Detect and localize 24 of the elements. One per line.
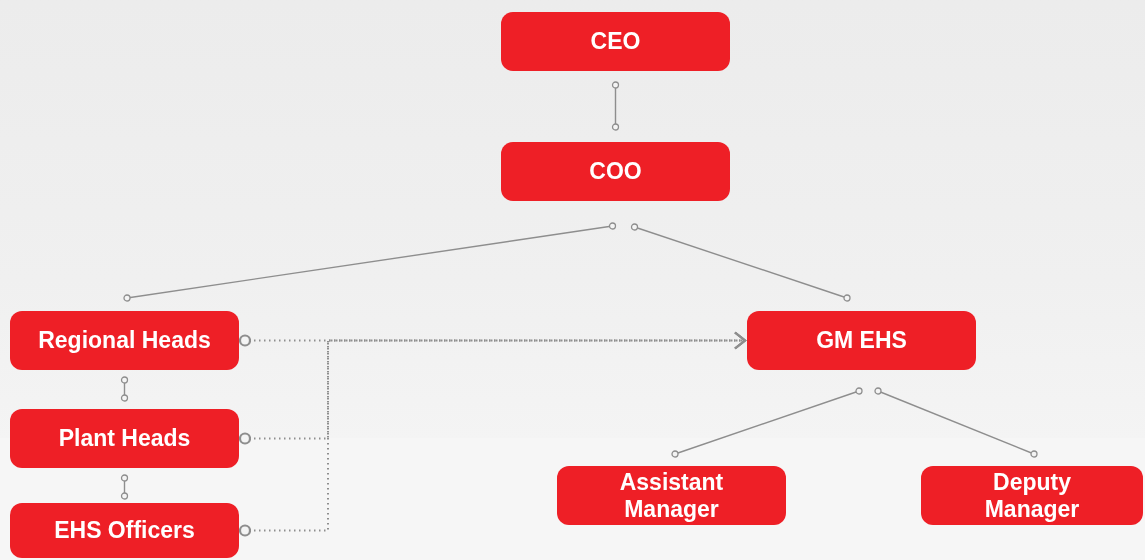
role-box [501,12,730,71]
role-title: Assistant Manager [618,468,725,523]
role-title: Regional Heads [38,327,211,354]
role-box [501,142,730,201]
role-box [10,409,239,468]
connector-line [874,387,1038,458]
role-title: CEO [590,28,641,55]
role-box [747,311,976,370]
connector-line [120,474,129,500]
role-title: Plant Heads [58,425,191,452]
role-box [557,466,786,525]
connector-line [123,222,617,302]
connector-line [630,223,851,302]
connector-line [120,376,129,402]
role-box [921,466,1143,525]
role-box [10,311,239,370]
connector-line [611,81,620,131]
role-title: COO [589,158,642,185]
role-box [10,503,239,558]
role-title: GM EHS [816,327,907,354]
role-title: Deputy Manager [983,468,1081,523]
connector-line [671,387,863,458]
role-title: EHS Officers [54,517,195,544]
dotted-arrow [238,331,747,537]
